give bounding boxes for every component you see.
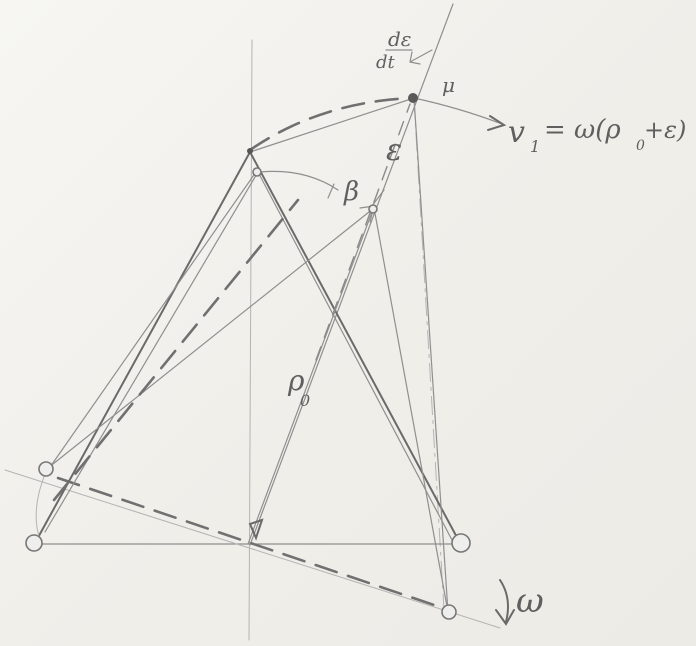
mu-label: μ: [442, 73, 455, 97]
velocity-rhs: = ω(ρ: [544, 115, 621, 145]
right-angle-marker: [248, 518, 264, 541]
right-guide-line: [413, 99, 445, 611]
mu-node: [408, 93, 418, 103]
velocity-rhs-subscript: 0: [636, 138, 645, 154]
right-base-node: [451, 533, 471, 553]
velocity-subscript: 1: [530, 137, 540, 156]
rotated-arm-left: [47, 207, 375, 469]
displaced-node: [368, 204, 378, 214]
rotated-base-dashed: [56, 476, 442, 609]
vertical-axis-line: [248, 39, 253, 641]
rho-vector: [247, 211, 373, 545]
left-rotated-node: [38, 461, 54, 477]
beta-label: β: [343, 177, 359, 207]
left-arm-faint: [47, 171, 257, 471]
arm-to-mu: [249, 97, 415, 153]
velocity-arrowhead: [487, 115, 507, 131]
depsilon-numerator: dε: [388, 27, 412, 51]
omega-arrowhead: [495, 609, 515, 626]
velocity-v-label: v: [508, 115, 525, 150]
rho-label: ρ: [287, 364, 305, 397]
rotated-arm-right: [373, 207, 449, 613]
omega-arrow: [499, 579, 509, 623]
velocity-curve: [413, 97, 503, 125]
right-arm-inner: [257, 171, 453, 541]
epsilon-label: ε: [386, 133, 402, 168]
dashed-arc: [248, 96, 414, 152]
top-node: [247, 148, 253, 154]
rotated-arm-cross: [413, 97, 449, 613]
left-base-node: [25, 534, 43, 552]
depsilon-denominator: dt: [376, 52, 396, 73]
right-rotated-node: [441, 604, 457, 620]
top-inner-node: [252, 167, 262, 177]
rotated-base-line: [4, 469, 501, 629]
dashed-diagonal: [52, 198, 300, 502]
beta-bracket: [327, 183, 385, 207]
dashed-radius: [315, 103, 411, 361]
right-arm-outer: [249, 151, 461, 544]
velocity-rhs-end: +ε): [644, 116, 686, 144]
left-arm-inner: [44, 171, 259, 533]
radius-line: [249, 3, 454, 546]
omega-label: ω: [516, 581, 544, 621]
beta-arc: [259, 170, 339, 191]
left-rotation-arc: [35, 471, 47, 541]
left-arm-outer: [34, 151, 251, 544]
velocity-v: v: [508, 115, 525, 150]
rho-subscript: 0: [300, 391, 310, 410]
depsilon-arrow: [409, 49, 433, 65]
